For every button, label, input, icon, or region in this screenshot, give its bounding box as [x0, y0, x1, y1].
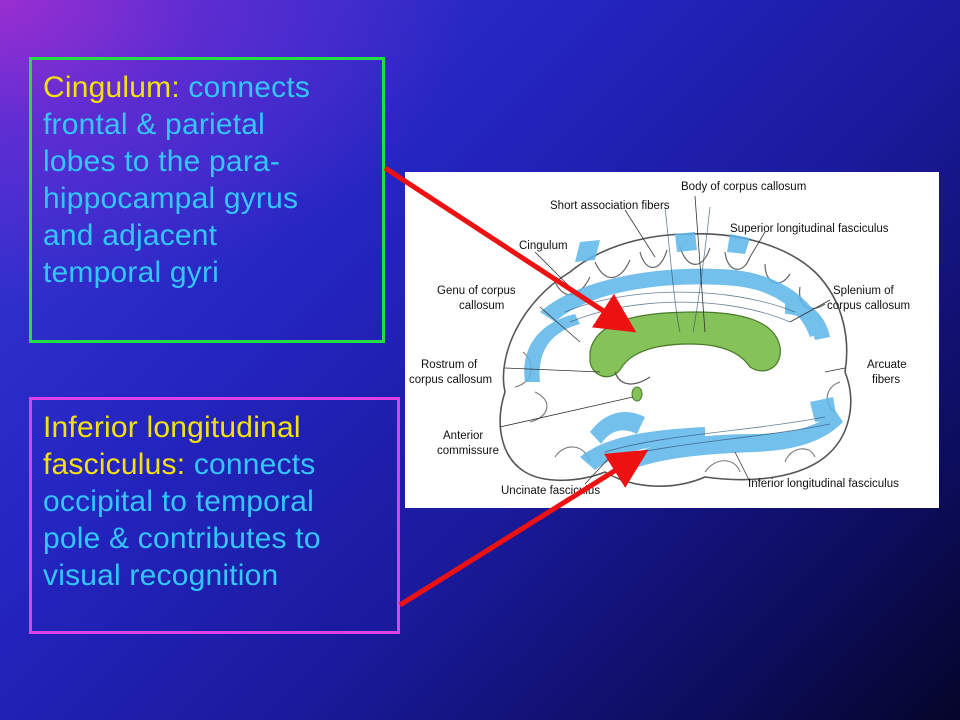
label-rostrum-line-2: corpus callosum [409, 374, 493, 386]
label-arcuate-line-1: Arcuate [867, 359, 907, 371]
label-arcuate-line-2: fibers [872, 374, 901, 386]
label-uncinate-fasciculus: Uncinate fasciculus [501, 485, 601, 497]
ilf-desc-line-1: connects [193, 448, 316, 481]
cingulum-desc-line-2: frontal & parietal [43, 108, 266, 141]
brain-white-matter-figure: Body of corpus callosum Short associatio… [405, 172, 939, 508]
cingulum-desc-line-4: hippocampal gyrus [43, 182, 299, 215]
label-anterior-line-2: commissure [437, 445, 499, 457]
cingulum-desc-line-3: lobes to the para- [43, 145, 281, 178]
cingulum-desc-line-1: connects [188, 71, 311, 104]
label-superior-longitudinal-fasciculus: Superior longitudinal fasciculus [730, 223, 889, 235]
label-body-corpus-callosum: Body of corpus callosum [681, 181, 807, 193]
cingulum-desc-line-5: and adjacent [43, 219, 218, 252]
ilf-term-line-1: Inferior longitudinal [43, 411, 301, 444]
ilf-textbox: Inferior longitudinal fasciculus: connec… [29, 397, 400, 634]
label-rostrum-line-1: Rostrum of [421, 359, 478, 371]
label-genu-line-2: callosum [459, 300, 505, 312]
ilf-desc-line-2: occipital to temporal [43, 485, 314, 518]
ilf-desc-line-4: visual recognition [43, 559, 279, 592]
label-inferior-longitudinal-fasciculus: Inferior longitudinal fasciculus [748, 478, 899, 490]
cingulum-term: Cingulum: [43, 71, 180, 104]
ilf-desc-line-3: pole & contributes to [43, 522, 321, 555]
label-splenium-line-1: Splenium of [833, 285, 894, 297]
label-cingulum: Cingulum [519, 240, 568, 252]
cingulum-desc-line-6: temporal gyri [43, 256, 219, 289]
cingulum-textbox: Cingulum: connects frontal & parietal lo… [29, 57, 385, 343]
label-anterior-line-1: Anterior [443, 430, 484, 442]
ilf-term-line-2: fasciculus: [43, 448, 186, 481]
label-short-association-fibers: Short association fibers [550, 200, 670, 212]
corpus-callosum [589, 311, 781, 378]
label-genu-line-1: Genu of corpus [437, 285, 516, 297]
label-splenium-line-2: corpus callosum [827, 300, 911, 312]
